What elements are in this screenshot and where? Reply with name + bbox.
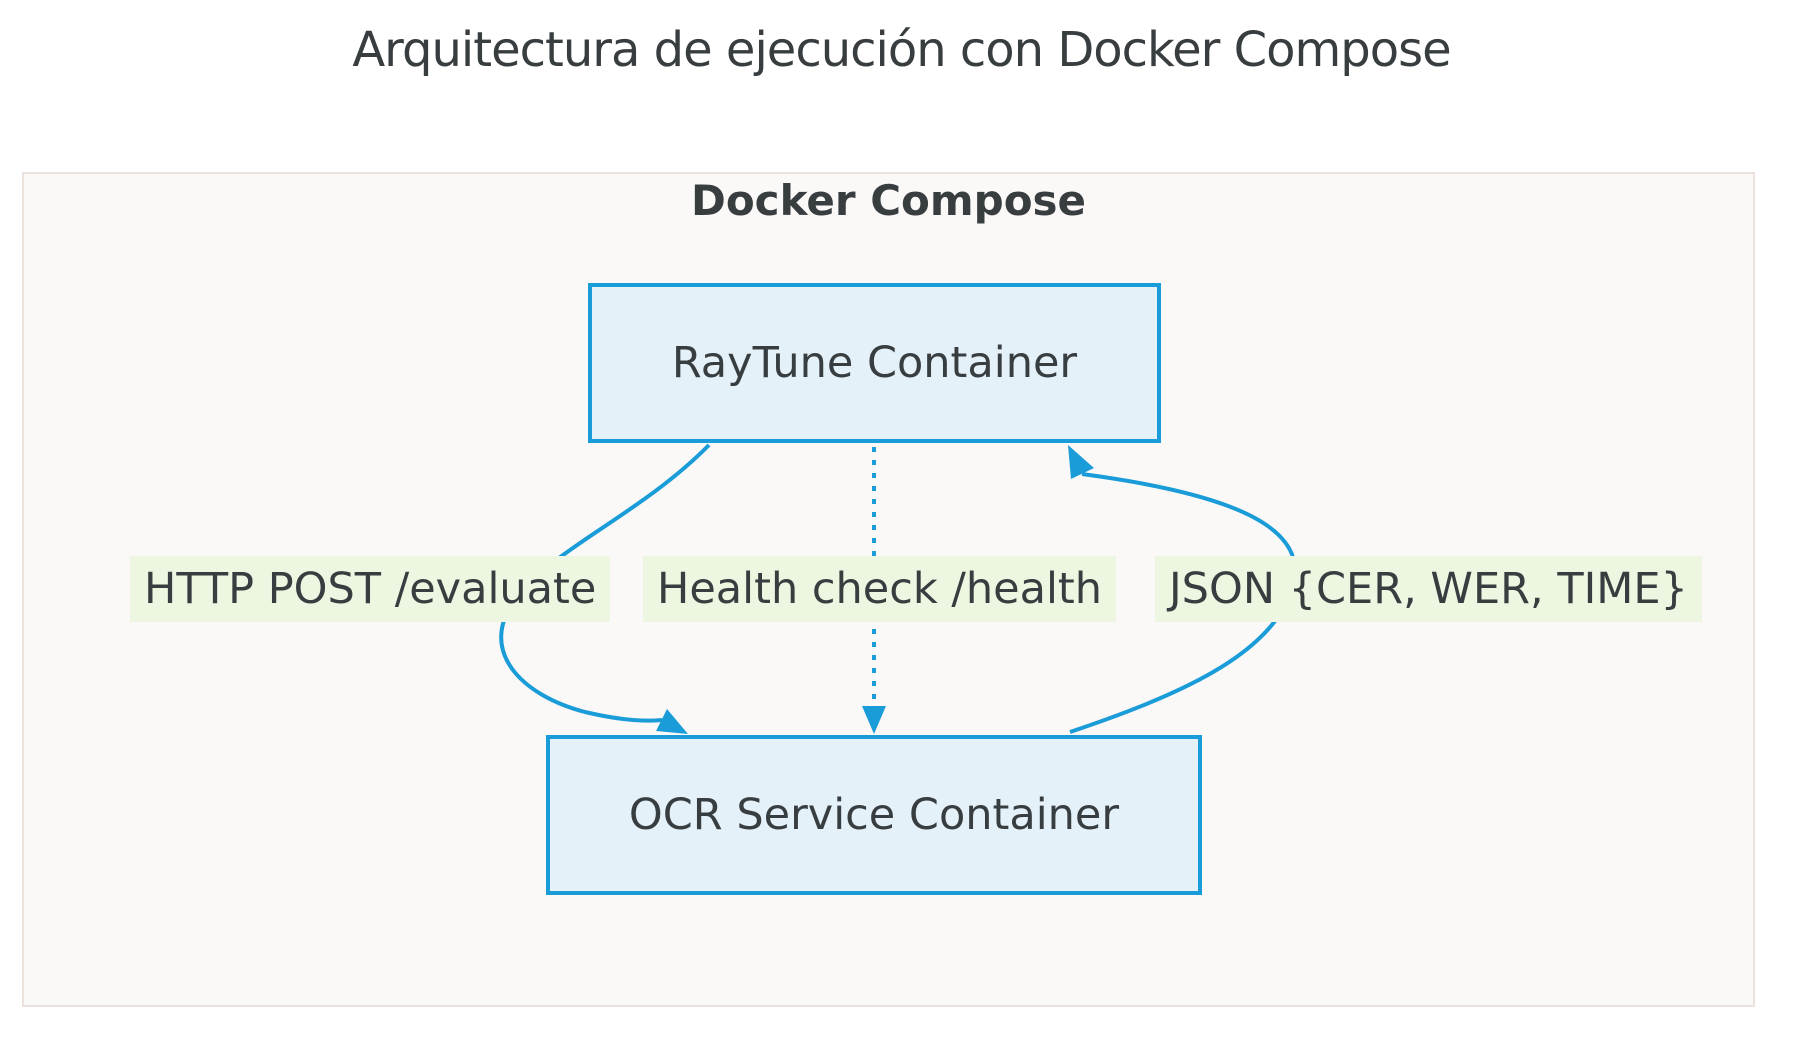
- edge-http-post-path: [499, 443, 711, 723]
- node-raytune-label: RayTune Container: [671, 338, 1078, 388]
- node-ocr-service-container: OCR Service Container: [546, 735, 1202, 895]
- cluster-label: Docker Compose: [690, 176, 1087, 225]
- edge-label-http-post: HTTP POST /evaluate: [130, 556, 611, 622]
- edge-label-json-result: JSON {CER, WER, TIME}: [1155, 556, 1702, 622]
- diagram-title: Arquitectura de ejecución con Docker Com…: [352, 22, 1451, 78]
- node-raytune-container: RayTune Container: [588, 283, 1161, 443]
- arrowhead-json-result-icon: [1068, 445, 1094, 479]
- arrowhead-http-post-icon: [656, 709, 688, 734]
- arrowhead-health-check-icon: [862, 706, 886, 734]
- edge-label-health-check: Health check /health: [643, 556, 1117, 622]
- node-ocr-label: OCR Service Container: [628, 790, 1120, 840]
